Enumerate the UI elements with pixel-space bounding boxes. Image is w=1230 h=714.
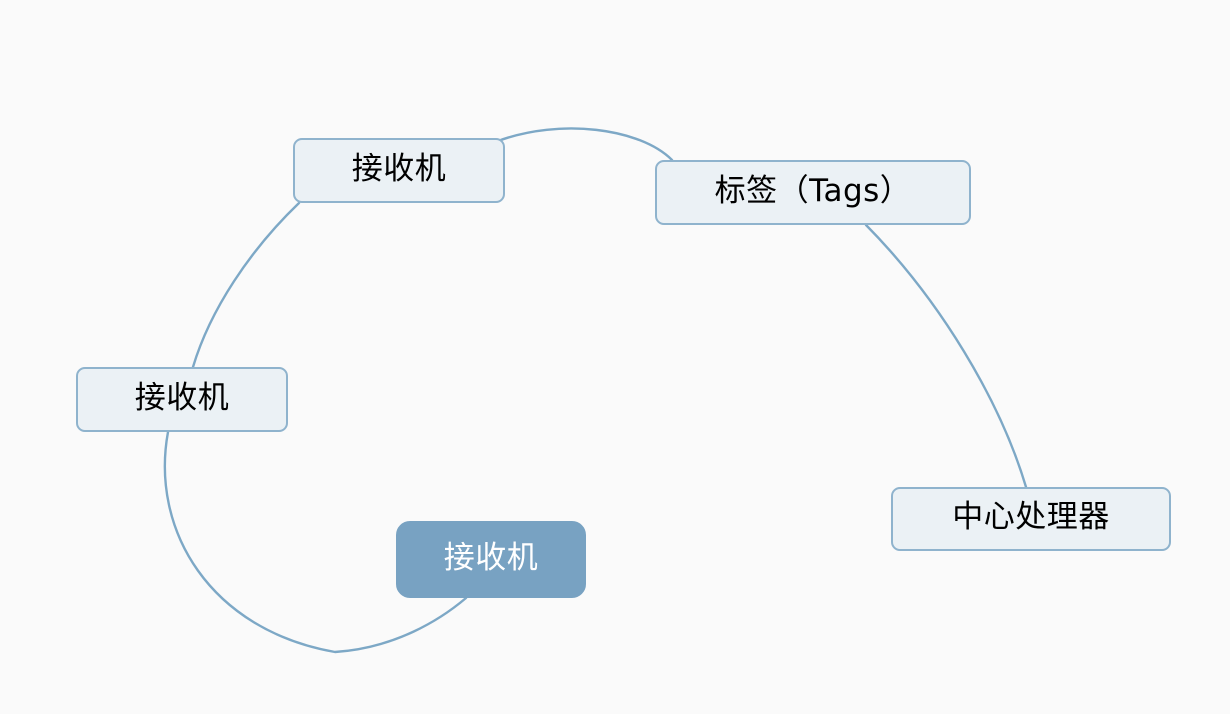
edge-connector bbox=[864, 223, 1028, 489]
diagram-node-central-processor[interactable]: 中心处理器 bbox=[891, 487, 1171, 551]
diagram-node-label: 接收机 bbox=[351, 150, 447, 187]
diagram-node-label: 标签（Tags） bbox=[714, 172, 912, 209]
edge-connector bbox=[191, 201, 301, 369]
diagram-node-receiver-top[interactable]: 接收机 bbox=[293, 138, 505, 203]
edge-connector bbox=[496, 127, 674, 162]
diagram-node-tags[interactable]: 标签（Tags） bbox=[655, 160, 971, 225]
diagram-node-receiver-selected[interactable]: 接收机 bbox=[396, 521, 586, 598]
diagram-node-label: 接收机 bbox=[443, 539, 539, 576]
diagram-node-receiver-left[interactable]: 接收机 bbox=[76, 367, 288, 432]
diagram-node-label: 中心处理器 bbox=[952, 499, 1110, 535]
diagram-node-label: 接收机 bbox=[134, 379, 230, 416]
